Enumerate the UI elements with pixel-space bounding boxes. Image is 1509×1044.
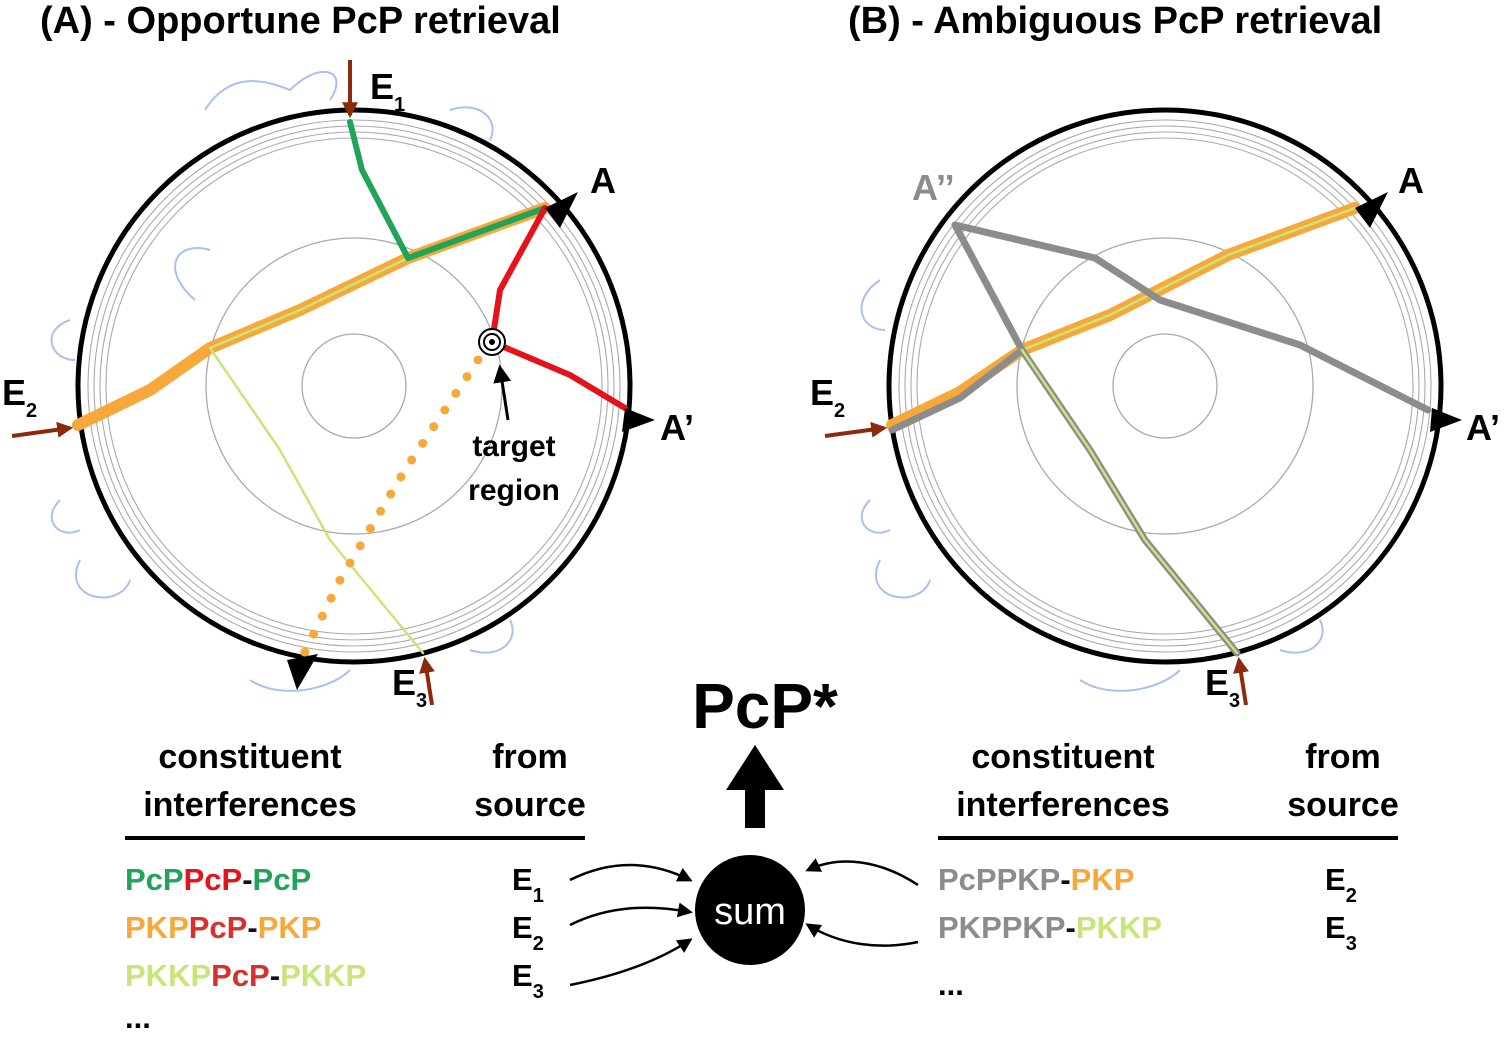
station-b-a-label: A: [1398, 160, 1424, 201]
station-b-a-icon: [1355, 192, 1388, 228]
panel-b-header-left-2: interferences: [956, 786, 1170, 824]
interference-row: PKPPKP-PKKP: [938, 910, 1162, 945]
interference-phase: PKKP: [125, 958, 211, 993]
interference-phase: PKP: [1071, 862, 1135, 897]
panel-b-ray-paths: [886, 202, 1432, 657]
panel-a-title: (A) - Opportune PcP retrieval: [40, 0, 561, 42]
interference-phase: -: [242, 862, 252, 897]
station-a-prime-label: A’: [660, 407, 694, 448]
station-b-a-dprime-label: A’’: [912, 167, 955, 208]
pcp-ray-red-2: [489, 339, 628, 411]
gray-ray-2: [951, 221, 1432, 414]
panel-b-title: (B) - Ambiguous PcP retrieval: [848, 0, 1382, 42]
sum-label: sum: [714, 891, 786, 933]
pkp-ray-e2: [72, 202, 551, 431]
interference-phase: -: [247, 910, 257, 945]
pkkp-ray-b-highlight: [1020, 348, 1239, 655]
pcp-ray-red-1: [489, 205, 548, 345]
interference-phase: PKP: [125, 910, 189, 945]
interference-row: PKKPPcP-PKKP: [125, 958, 366, 993]
interference-phase: PKKP: [1076, 910, 1162, 945]
source-label: E2: [512, 910, 544, 955]
target-label-2: region: [468, 474, 560, 507]
panel-a-ellipsis: ...: [125, 1000, 151, 1035]
station-b-a-prime-label: A’: [1466, 407, 1500, 448]
panel-b-wave-decoration: [860, 279, 1324, 692]
station-extra-icon: [287, 654, 318, 690]
output-arrow-icon: [726, 745, 784, 828]
interference-row: PKPPcP-PKP: [125, 910, 321, 945]
target-region-icon: [478, 328, 506, 356]
station-b-a-prime-icon: [1430, 408, 1462, 432]
target-arrow: [493, 364, 512, 421]
interference-row: PcPPKP-PKP: [938, 862, 1134, 897]
e3-b-label: E3: [1205, 662, 1240, 712]
interference-phase: PcP: [184, 862, 243, 897]
e3-arrow-icon: [419, 656, 435, 706]
station-a-label: A: [590, 160, 616, 201]
sum-node: [695, 855, 805, 965]
dotted-ray: [295, 355, 483, 667]
source-label: E2: [1325, 862, 1357, 907]
interference-phase: -: [1065, 910, 1075, 945]
panel-a-header-left-2: interferences: [143, 786, 357, 824]
pcp-star-label: PcP*: [692, 670, 838, 742]
station-a-prime-icon: [622, 408, 655, 432]
e2-label: E2: [2, 372, 37, 422]
interference-phase: PcP: [211, 958, 270, 993]
interference-phase: PKP: [258, 910, 322, 945]
e2-b-arrow-icon: [824, 421, 888, 438]
e3-label: E3: [392, 662, 427, 712]
e2-arrow-icon: [11, 421, 74, 438]
interference-phase: PcPPKP: [938, 862, 1060, 897]
e1-label: E1: [370, 66, 405, 116]
target-label-1: target: [472, 430, 555, 463]
pkkp-ray-lime: [208, 346, 425, 655]
panel-b-header-right-2: source: [1287, 786, 1399, 824]
station-a-icon: [545, 192, 578, 228]
panel-b-earth: [886, 107, 1444, 665]
panel-a-header-left-1: constituent: [158, 738, 341, 776]
panel-b-header-left-1: constituent: [971, 738, 1154, 776]
source-label: E3: [1325, 910, 1357, 955]
interference-phase: PcP: [189, 910, 248, 945]
interference-phase: -: [270, 958, 280, 993]
interference-phase: -: [1060, 862, 1070, 897]
interference-phase: PcP: [125, 862, 184, 897]
e3-b-arrow-icon: [1233, 656, 1249, 706]
source-label: E3: [512, 958, 544, 1003]
pkp-ray-b-highlight: [1020, 206, 1357, 352]
panel-a-header-right-1: from: [492, 738, 568, 776]
interference-phase: PKPPKP: [938, 910, 1065, 945]
sum-input-arrows: [569, 858, 919, 987]
source-label: E1: [512, 862, 544, 907]
panel-a-ray-paths: [72, 119, 628, 667]
pcp-ray-green: [347, 119, 548, 261]
interference-phase: PKKP: [280, 958, 366, 993]
interference-phase: PcP: [253, 862, 312, 897]
panel-b-header-right-1: from: [1305, 738, 1381, 776]
panel-a-header-right-2: source: [474, 786, 586, 824]
panel-a-wave-decoration: [50, 71, 514, 692]
e2-b-label: E2: [810, 372, 845, 422]
gray-ray-1: [888, 221, 1026, 434]
panel-b-ellipsis: ...: [938, 967, 964, 1002]
interference-row: PcPPcP-PcP: [125, 862, 311, 897]
